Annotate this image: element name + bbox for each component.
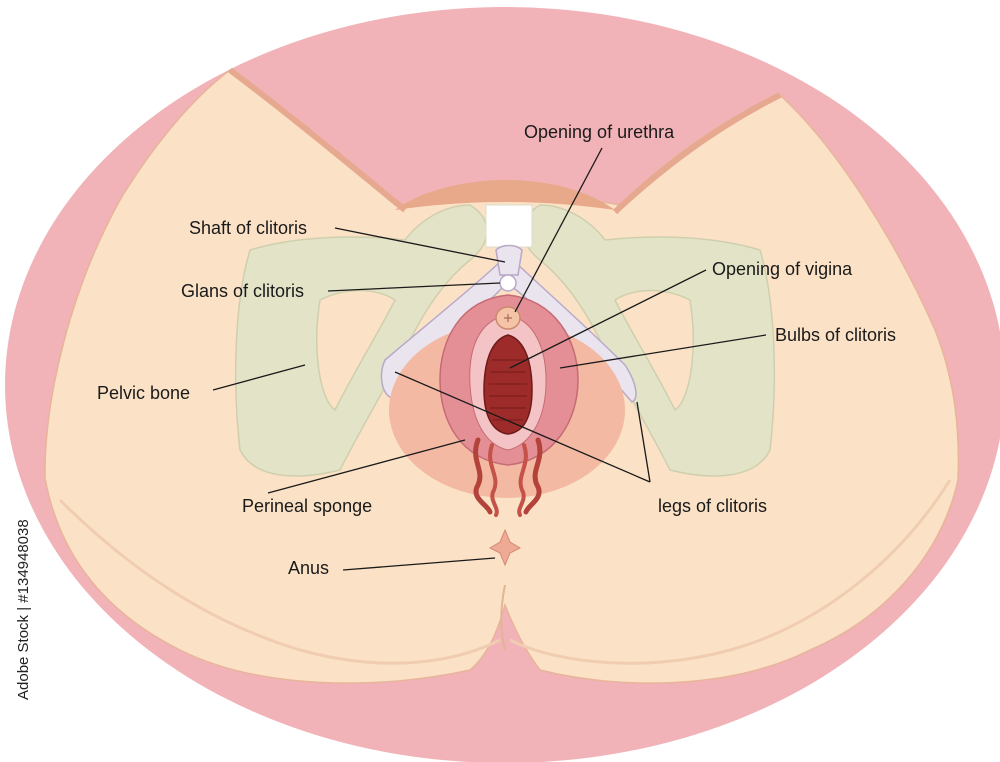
leader-perineal bbox=[267, 439, 466, 494]
leader-legs-2 bbox=[636, 401, 651, 483]
leader-vagina bbox=[509, 269, 707, 369]
gluteal-cleft bbox=[500, 584, 506, 651]
buttock-shadow-right bbox=[509, 479, 952, 665]
pubic-mound bbox=[395, 180, 615, 210]
perineal-sponge-left-2 bbox=[488, 443, 499, 517]
leader-bulbs bbox=[559, 334, 767, 369]
leader-urethra bbox=[514, 147, 603, 313]
buttock-shadow-left bbox=[58, 498, 501, 665]
label-legs: legs of clitoris bbox=[658, 496, 767, 516]
label-glans: Glans of clitoris bbox=[181, 281, 304, 301]
leader-pelvic bbox=[212, 364, 306, 391]
label-urethra: Opening of urethra bbox=[524, 122, 675, 142]
pelvic-bone-left bbox=[234, 204, 488, 477]
leader-legs-1 bbox=[394, 371, 651, 483]
leader-shaft bbox=[334, 227, 506, 263]
urethra-slit bbox=[504, 314, 512, 322]
vaginal-rugae bbox=[489, 359, 527, 421]
clitoris-glans bbox=[499, 274, 517, 292]
clitoris-shaft bbox=[495, 244, 523, 276]
label-perineal: Perineal sponge bbox=[242, 496, 372, 516]
label-pelvic: Pelvic bone bbox=[97, 383, 190, 403]
leader-glans bbox=[327, 282, 501, 292]
label-anus: Anus bbox=[288, 558, 329, 578]
perineal-sponge-left bbox=[473, 437, 493, 515]
pelvic-bone-right bbox=[522, 204, 776, 477]
anus bbox=[488, 528, 522, 567]
watermark-id: Adobe Stock | #134948038 bbox=[15, 519, 32, 700]
perineal-sponge-right-2 bbox=[517, 443, 528, 517]
skin-fold-right bbox=[612, 92, 782, 215]
skin-fold-left bbox=[228, 67, 407, 213]
pubic-symphysis bbox=[485, 204, 533, 248]
label-shaft: Shaft of clitoris bbox=[189, 218, 307, 238]
label-vagina: Opening of vigina bbox=[712, 259, 853, 279]
perineal-sponge-right bbox=[523, 437, 543, 515]
label-bulbs: Bulbs of clitoris bbox=[775, 325, 896, 345]
leader-anus bbox=[342, 557, 496, 571]
